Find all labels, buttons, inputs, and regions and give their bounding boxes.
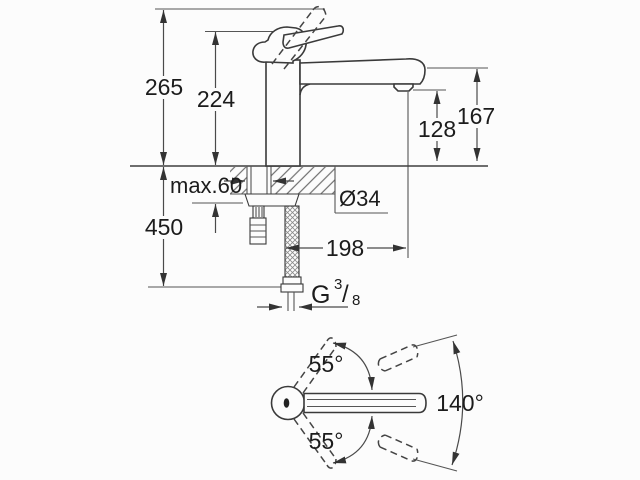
spout-end-upper-right-dashed	[377, 344, 419, 372]
hole-callout-step	[334, 166, 388, 214]
halo-224	[196, 88, 236, 111]
dim-label-thread-size: G 3 / 8	[311, 276, 360, 309]
halo-167	[456, 105, 497, 128]
dim-label-spout-reach: 198	[326, 235, 364, 261]
lever-raised-position-dashed	[271, 5, 327, 70]
side-view: 265 224 max.60 450 Ø34 128 167 198 G 3 /…	[130, 5, 497, 311]
arc-55-lower	[332, 415, 375, 464]
mounting-flange	[244, 193, 300, 207]
dim-label-hose-length: 450	[145, 214, 183, 240]
thread-letter-g: G	[311, 281, 330, 309]
halo-198	[323, 237, 367, 260]
hose-fitting-nut	[280, 283, 304, 293]
hose-connector-tails	[287, 292, 295, 311]
dim-label-max-deck-thickness: max.60	[170, 173, 242, 198]
stud-thread-lines	[255, 207, 263, 217]
angle-label-range: 140°	[436, 390, 484, 416]
dim-label-overall-height: 265	[145, 74, 183, 100]
top-view: 55° 55° 140°	[270, 334, 484, 472]
angle-label-lower: 55°	[309, 428, 344, 454]
arc-140	[451, 340, 464, 466]
arc-55-upper	[332, 342, 375, 391]
spout-bar-inner-lines	[307, 398, 416, 408]
thread-slash: /	[342, 281, 349, 308]
thread-denominator: 8	[352, 292, 360, 309]
faucet-spout	[299, 58, 426, 85]
faucet-column	[265, 59, 301, 167]
halo-128	[417, 118, 457, 141]
aerator	[393, 83, 414, 92]
dim-label-outlet-height: 167	[457, 103, 495, 129]
dim-label-spout-underside: 128	[418, 116, 456, 142]
lever-pin-top-view	[283, 398, 290, 408]
hose-fitting-top	[282, 276, 302, 285]
angle-label-upper: 55°	[309, 351, 344, 377]
spout-bar-top-view	[303, 392, 427, 414]
spout-end-lower-right-dashed	[377, 434, 419, 462]
halo-265	[145, 76, 184, 99]
halo-450	[144, 216, 184, 239]
swivel-extension-lines	[412, 334, 458, 472]
lever-handle	[282, 25, 345, 49]
thread-numerator: 3	[334, 276, 342, 293]
flexible-hose	[284, 205, 300, 278]
mounting-nut-ribs	[250, 224, 266, 238]
mounting-shank-lines	[246, 166, 272, 194]
spout-fillet	[299, 83, 311, 96]
dim-label-hole-diameter: Ø34	[339, 186, 381, 211]
dim-label-height-to-lever: 224	[197, 86, 236, 112]
